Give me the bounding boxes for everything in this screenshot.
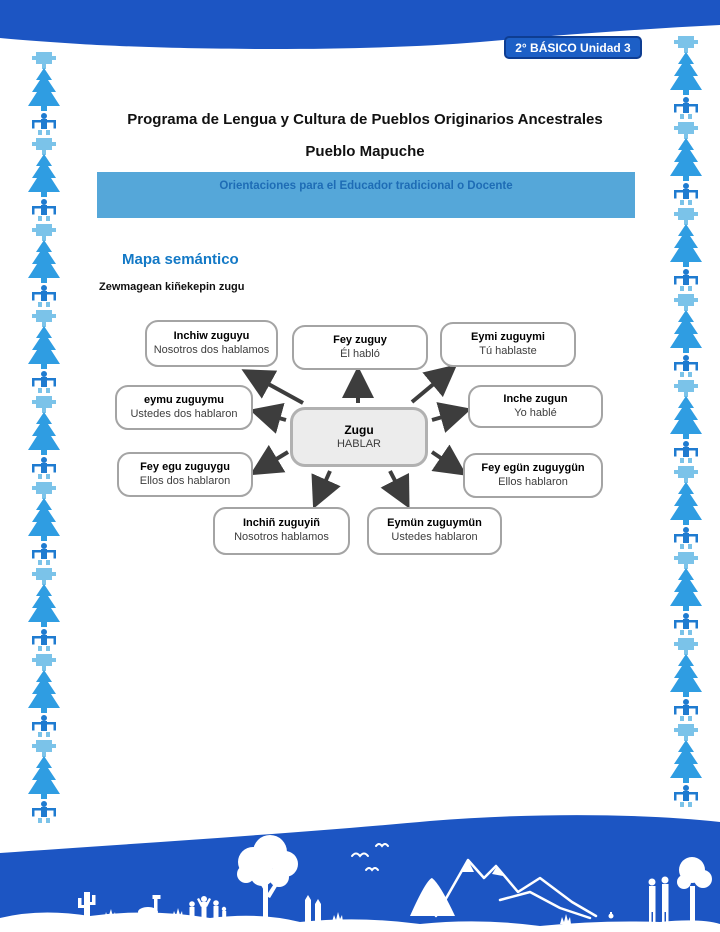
map-node-subtitle: Tú hablaste (479, 344, 537, 357)
map-node-inchin-zuguyin: Inchiñ zuguyiñ Nosotros hablamos (213, 507, 350, 555)
map-node-subtitle: Ellos hablaron (498, 475, 568, 488)
bottom-landscape-art (0, 809, 720, 932)
map-node-title: Inchiw zuguyu (173, 329, 250, 342)
map-node-subtitle: Ustedes dos hablaron (130, 407, 238, 420)
map-node-title: eymu zuguymu (143, 393, 225, 406)
unit-badge: 2° BÁSICO Unidad 3 (504, 36, 642, 59)
map-node-title: Zugu (344, 422, 374, 437)
map-node-subtitle: Yo hablé (514, 406, 557, 419)
map-node-eymi-zuguymi: Eymi zuguymi Tú hablaste (440, 322, 576, 367)
map-node-inche-zugun: Inche zugun Yo hablé (468, 385, 603, 428)
map-node-fey-zuguy: Fey zuguy Él habló (292, 325, 428, 370)
map-node-title: Inchiñ zuguyiñ (243, 517, 320, 530)
mapuche-ornament-border-right (670, 36, 702, 807)
map-node-eymu-zuguymu: eymu zuguymu Ustedes dos hablaron (115, 385, 253, 430)
map-node-title: Eymün zuguymün (387, 517, 482, 530)
section-heading: Mapa semántico (122, 251, 239, 268)
map-node-subtitle: Ellos dos hablaron (139, 474, 231, 487)
map-node-center-zugu: Zugu HABLAR (290, 407, 428, 467)
program-subtitle: Pueblo Mapuche (305, 143, 425, 160)
map-node-subtitle: Nosotros dos hablamos (153, 343, 270, 356)
map-node-subtitle: HABLAR (336, 437, 382, 450)
map-node-inchiw-zuguyu: Inchiw zuguyu Nosotros dos hablamos (145, 320, 278, 367)
map-node-eymun-zuguymun: Eymün zuguymün Ustedes hablaron (367, 507, 502, 555)
intro-phrase: Zewmagean kiñekepin zugu (99, 281, 245, 293)
orientation-banner-label: Orientaciones para el Educador tradicion… (219, 180, 513, 192)
mapuche-ornament-border-left (28, 52, 60, 823)
map-node-fey-egu-zuguygu: Fey egu zuguygu Ellos dos hablaron (117, 452, 253, 497)
map-node-subtitle: Él habló (340, 347, 380, 360)
program-title: Programa de Lengua y Cultura de Pueblos … (127, 111, 603, 128)
map-node-subtitle: Nosotros hablamos (234, 531, 329, 543)
map-node-subtitle: Ustedes hablaron (391, 531, 478, 543)
map-node-title: Fey egün zuguygün (481, 461, 585, 474)
orientation-banner: Orientaciones para el Educador tradicion… (97, 172, 635, 218)
map-node-title: Eymi zuguymi (471, 330, 545, 343)
map-node-title: Inche zugun (503, 392, 568, 405)
map-node-fey-egun-zuguygun: Fey egün zuguygün Ellos hablaron (463, 453, 603, 498)
map-node-title: Fey zuguy (333, 333, 387, 346)
map-node-title: Fey egu zuguygu (140, 460, 230, 473)
